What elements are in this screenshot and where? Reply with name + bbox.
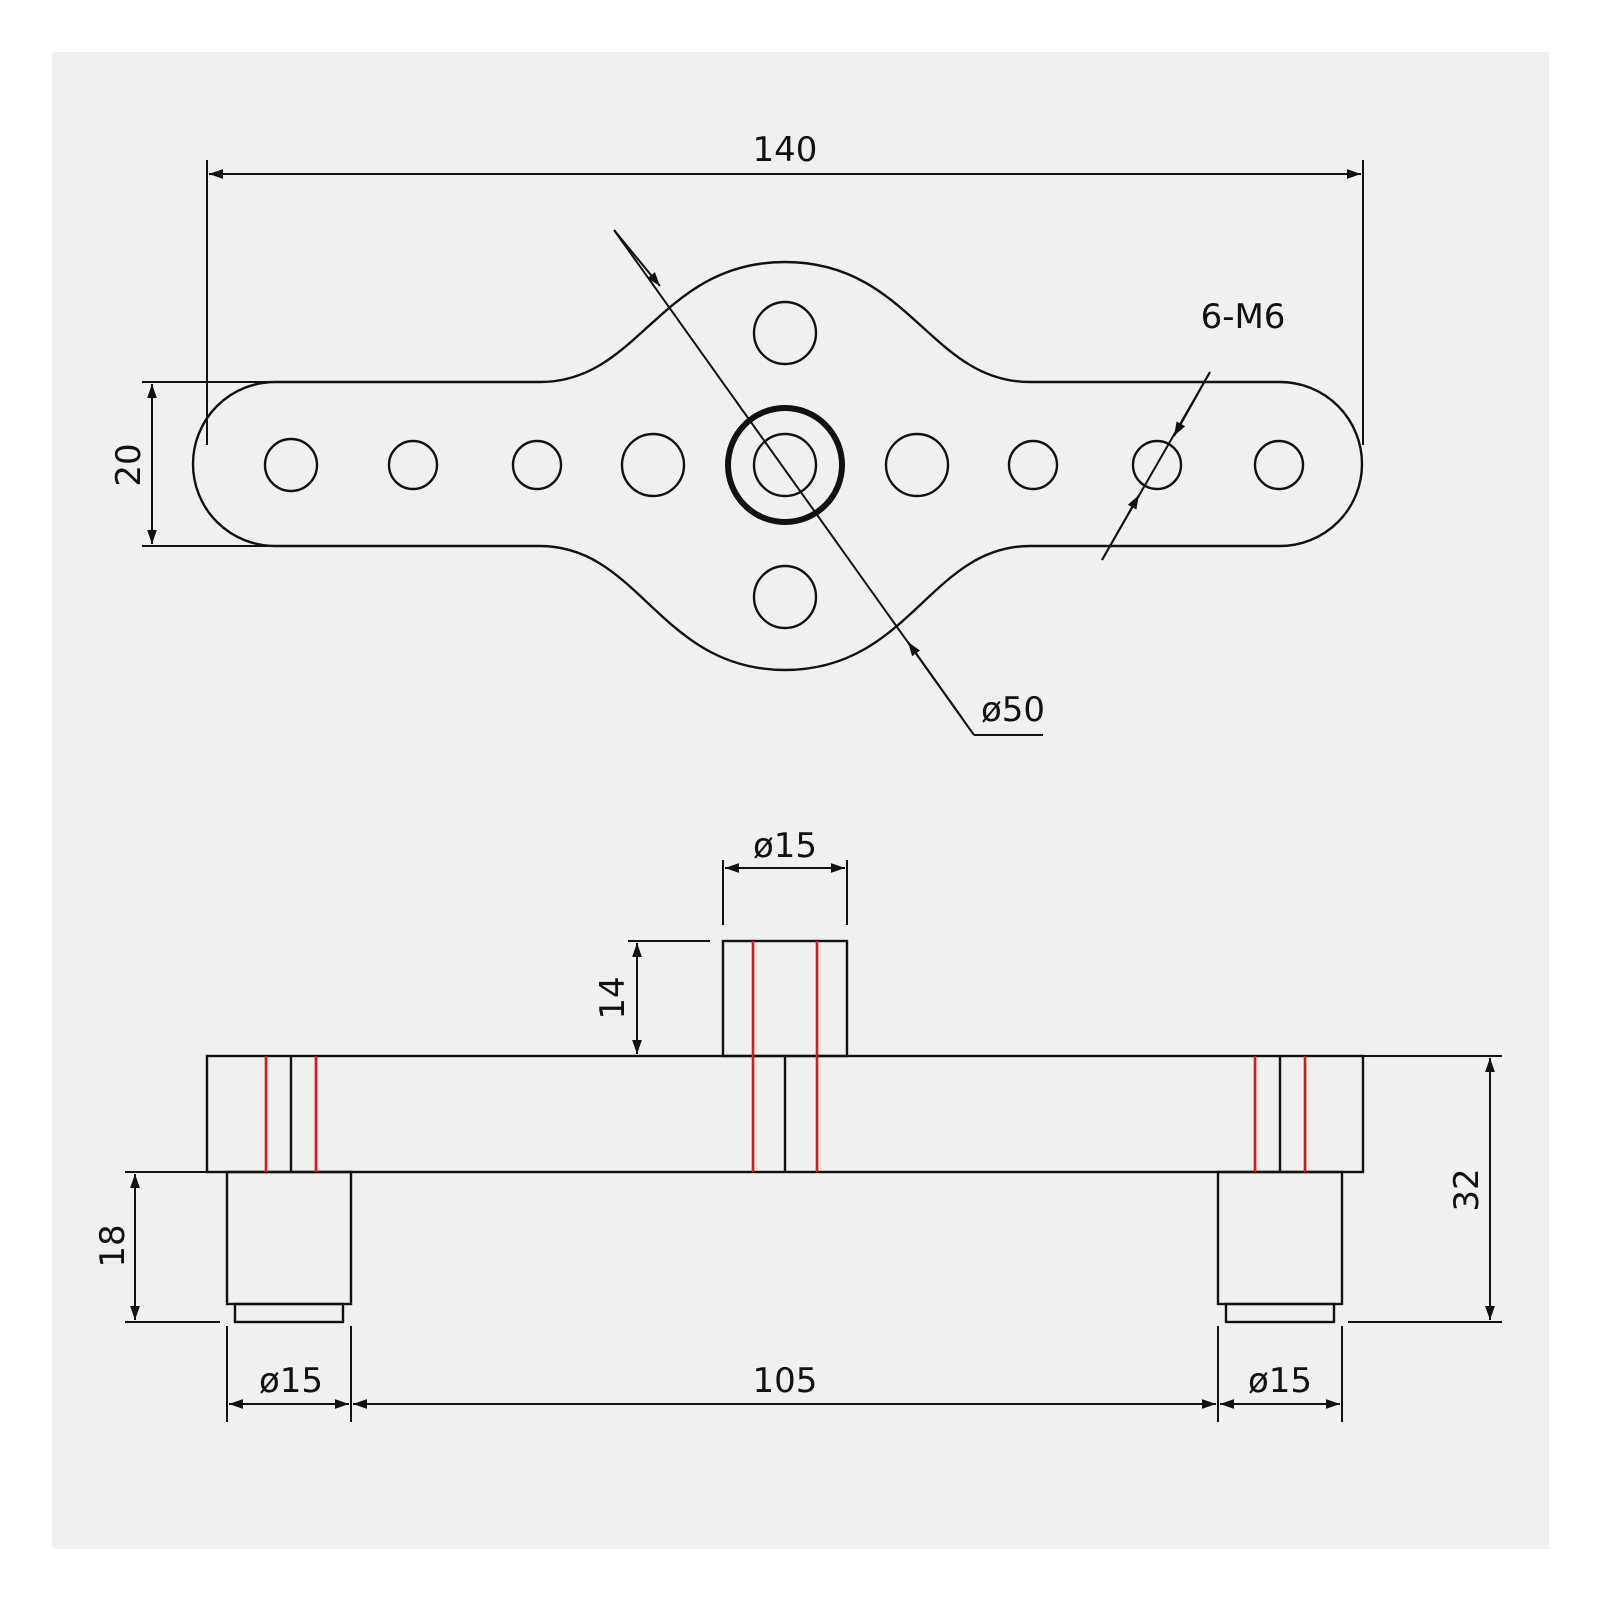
leader-arrow — [1173, 371, 1211, 437]
leader-arrow — [907, 641, 963, 719]
dim-arm-width-label: 20 — [109, 443, 149, 486]
hub-diameter-label: ø50 — [981, 690, 1045, 730]
hole — [387, 439, 439, 491]
hole — [1131, 439, 1183, 491]
hole — [1007, 439, 1059, 491]
side-view — [205, 939, 1365, 1324]
left-leg-tip — [233, 1302, 345, 1324]
hole — [511, 439, 563, 491]
plate-holes — [263, 300, 1305, 630]
plate-outline — [191, 260, 1364, 672]
center-bushing-outer — [725, 405, 845, 525]
hole-callout-label: 6-M6 — [1201, 297, 1286, 337]
dim-top-boss-height-label: 14 — [593, 976, 633, 1019]
dim-leg-spacing-label: 105 — [753, 1361, 818, 1401]
dim-top-boss-diameter-label: ø15 — [753, 826, 817, 866]
hidden-bore-lines — [264, 941, 1307, 1172]
dim-left-leg-diameter-label: ø15 — [259, 1361, 323, 1401]
drawing-sheet — [52, 52, 1549, 1549]
dim-leg-height-label: 18 — [93, 1224, 133, 1267]
hole — [752, 564, 818, 630]
dim-overall-length-label: 140 — [753, 130, 818, 170]
hole — [752, 300, 818, 366]
leader-arrow — [613, 229, 661, 287]
hole — [1253, 439, 1305, 491]
top-view — [191, 260, 1364, 672]
right-leg-tip — [1224, 1302, 1336, 1324]
hole — [620, 432, 686, 498]
leader-arrow — [1101, 494, 1140, 561]
hole — [263, 437, 319, 493]
top-view-dimensions — [142, 160, 1364, 736]
center-bushing-inner — [752, 432, 818, 498]
dim-total-height-label: 32 — [1447, 1168, 1487, 1211]
dim-right-leg-diameter-label: ø15 — [1248, 1361, 1312, 1401]
hole — [884, 432, 950, 498]
side-view-dimensions — [125, 860, 1502, 1422]
